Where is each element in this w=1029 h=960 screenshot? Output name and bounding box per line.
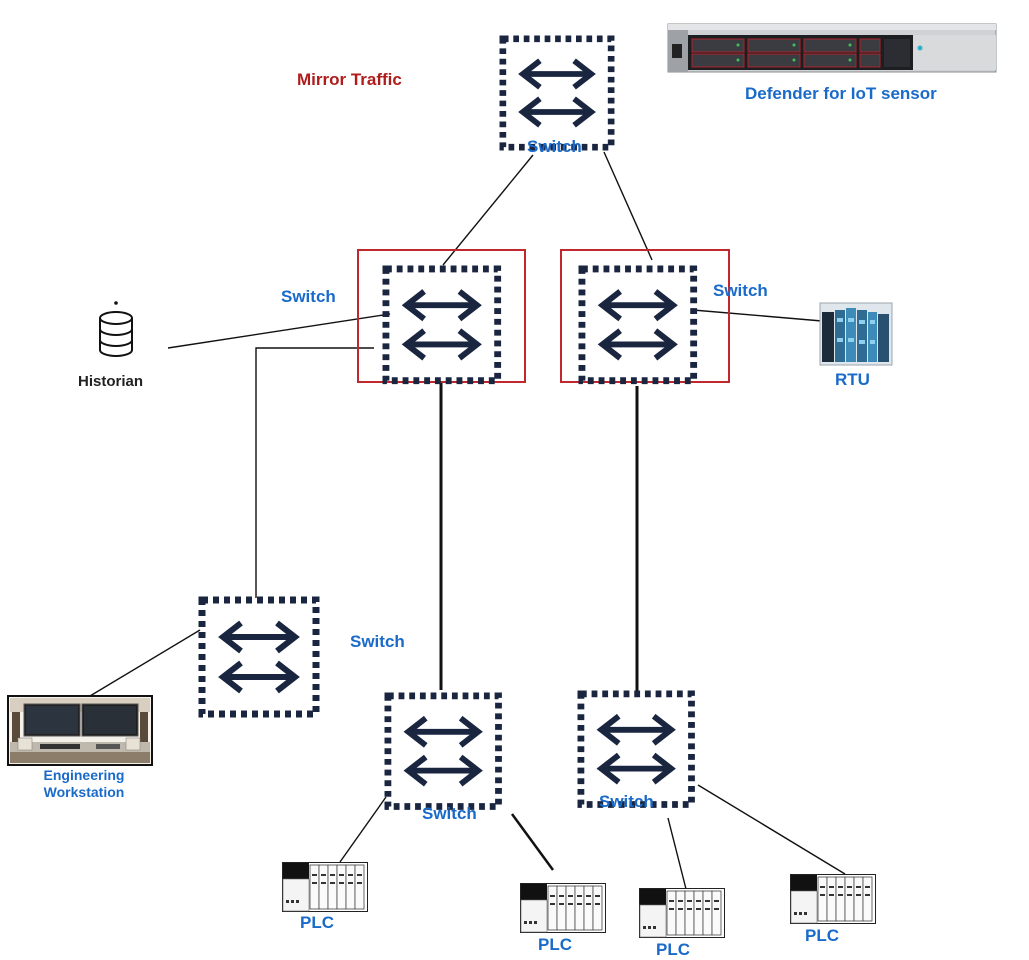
left-plc-switch-icon[interactable] [388, 696, 499, 807]
left-mirror-highlight [357, 249, 526, 383]
left-switch-icon[interactable] [386, 269, 498, 381]
link-rtu [692, 309, 823, 322]
sensor-label: Defender for IoT sensor [745, 84, 937, 103]
database-icon[interactable] [99, 301, 133, 357]
mirror-traffic-label: Mirror Traffic [297, 70, 402, 89]
connection-lines [89, 151, 846, 890]
plc-4-label: PLC [805, 926, 839, 945]
historian-label: Historian [78, 373, 144, 390]
link-eng-switch [255, 347, 374, 598]
right-switch-icon[interactable] [582, 269, 694, 381]
rtu-label: RTU [835, 370, 870, 389]
link-core-left-switch [442, 154, 534, 266]
link-plc-2 [510, 813, 555, 871]
left-switch-label: Switch [281, 287, 336, 306]
link-plc-3 [667, 817, 687, 890]
plc-3-label: PLC [656, 940, 690, 959]
plc-3-icon[interactable] [639, 888, 725, 938]
plc-2-label: PLC [538, 935, 572, 954]
left-plc-switch-label: Switch [422, 804, 477, 823]
core-switch-label: Switch [527, 137, 582, 156]
link-plc-1 [339, 796, 387, 863]
plc-1-icon[interactable] [282, 862, 368, 912]
right-switch-label: Switch [713, 281, 768, 300]
plc-2-icon[interactable] [520, 883, 606, 933]
rack-server-icon[interactable] [667, 23, 997, 73]
link-workstation [89, 629, 201, 697]
link-plc-4 [697, 784, 846, 875]
link-core-right-switch [603, 151, 653, 261]
engineering-workstation-label: Engineering Workstation [22, 767, 146, 801]
right-plc-switch-label: Switch [599, 792, 654, 811]
rtu-device-icon[interactable] [819, 302, 893, 366]
engineering-switch-label: Switch [350, 632, 405, 651]
link-historian [167, 313, 391, 349]
engineering-workstation-label-line2: Workstation [43, 784, 125, 800]
engineering-workstation-label-line1: Engineering [43, 767, 125, 783]
core-switch-icon[interactable] [503, 39, 611, 147]
engineering-switch-icon[interactable] [202, 600, 316, 714]
right-plc-switch-icon[interactable] [581, 694, 692, 805]
workstation-photo-icon[interactable] [7, 695, 153, 766]
plc-1-label: PLC [300, 913, 334, 932]
plc-4-icon[interactable] [790, 874, 876, 924]
